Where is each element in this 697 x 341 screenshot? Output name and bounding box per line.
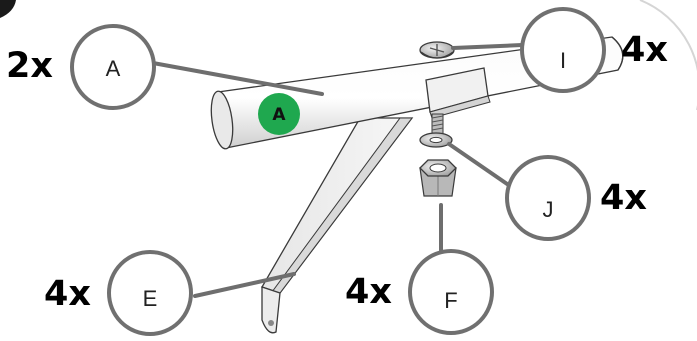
quantity-label-e: 4x	[44, 274, 91, 314]
washer-part-j	[419, 132, 453, 148]
nut-part-f	[419, 159, 457, 197]
callout-j: J	[505, 155, 591, 241]
callout-letter-j: J	[543, 197, 554, 222]
callout-letter-e: E	[143, 286, 158, 311]
quantity-label-a: 2x	[6, 46, 53, 86]
callout-letter-f: F	[444, 288, 457, 313]
part-badge-letter: A	[272, 105, 286, 125]
callout-i: I	[520, 7, 606, 93]
leader-line-e	[193, 272, 296, 298]
part-badge-a: A	[258, 93, 300, 135]
screw-part-i	[419, 41, 455, 59]
callout-f: F	[408, 249, 494, 335]
callout-a: A	[70, 24, 156, 110]
screw-thread	[431, 113, 444, 135]
tube-part-a	[210, 36, 624, 150]
background-arc	[639, 0, 697, 110]
quantity-label-i: 4x	[621, 30, 668, 70]
callout-letter-i: I	[560, 48, 566, 73]
quantity-label-f: 4x	[345, 272, 392, 312]
leader-lines	[151, 43, 524, 298]
corner-shape	[0, 0, 16, 18]
callout-e: E	[107, 250, 193, 336]
quantity-label-j: 4x	[600, 178, 647, 218]
leader-line-i	[451, 43, 524, 50]
leader-line-a	[151, 61, 324, 96]
callout-letter-a: A	[106, 56, 121, 81]
leader-line-j	[447, 142, 512, 188]
clamp-bracket	[425, 67, 491, 119]
leg-part-e	[261, 117, 414, 334]
